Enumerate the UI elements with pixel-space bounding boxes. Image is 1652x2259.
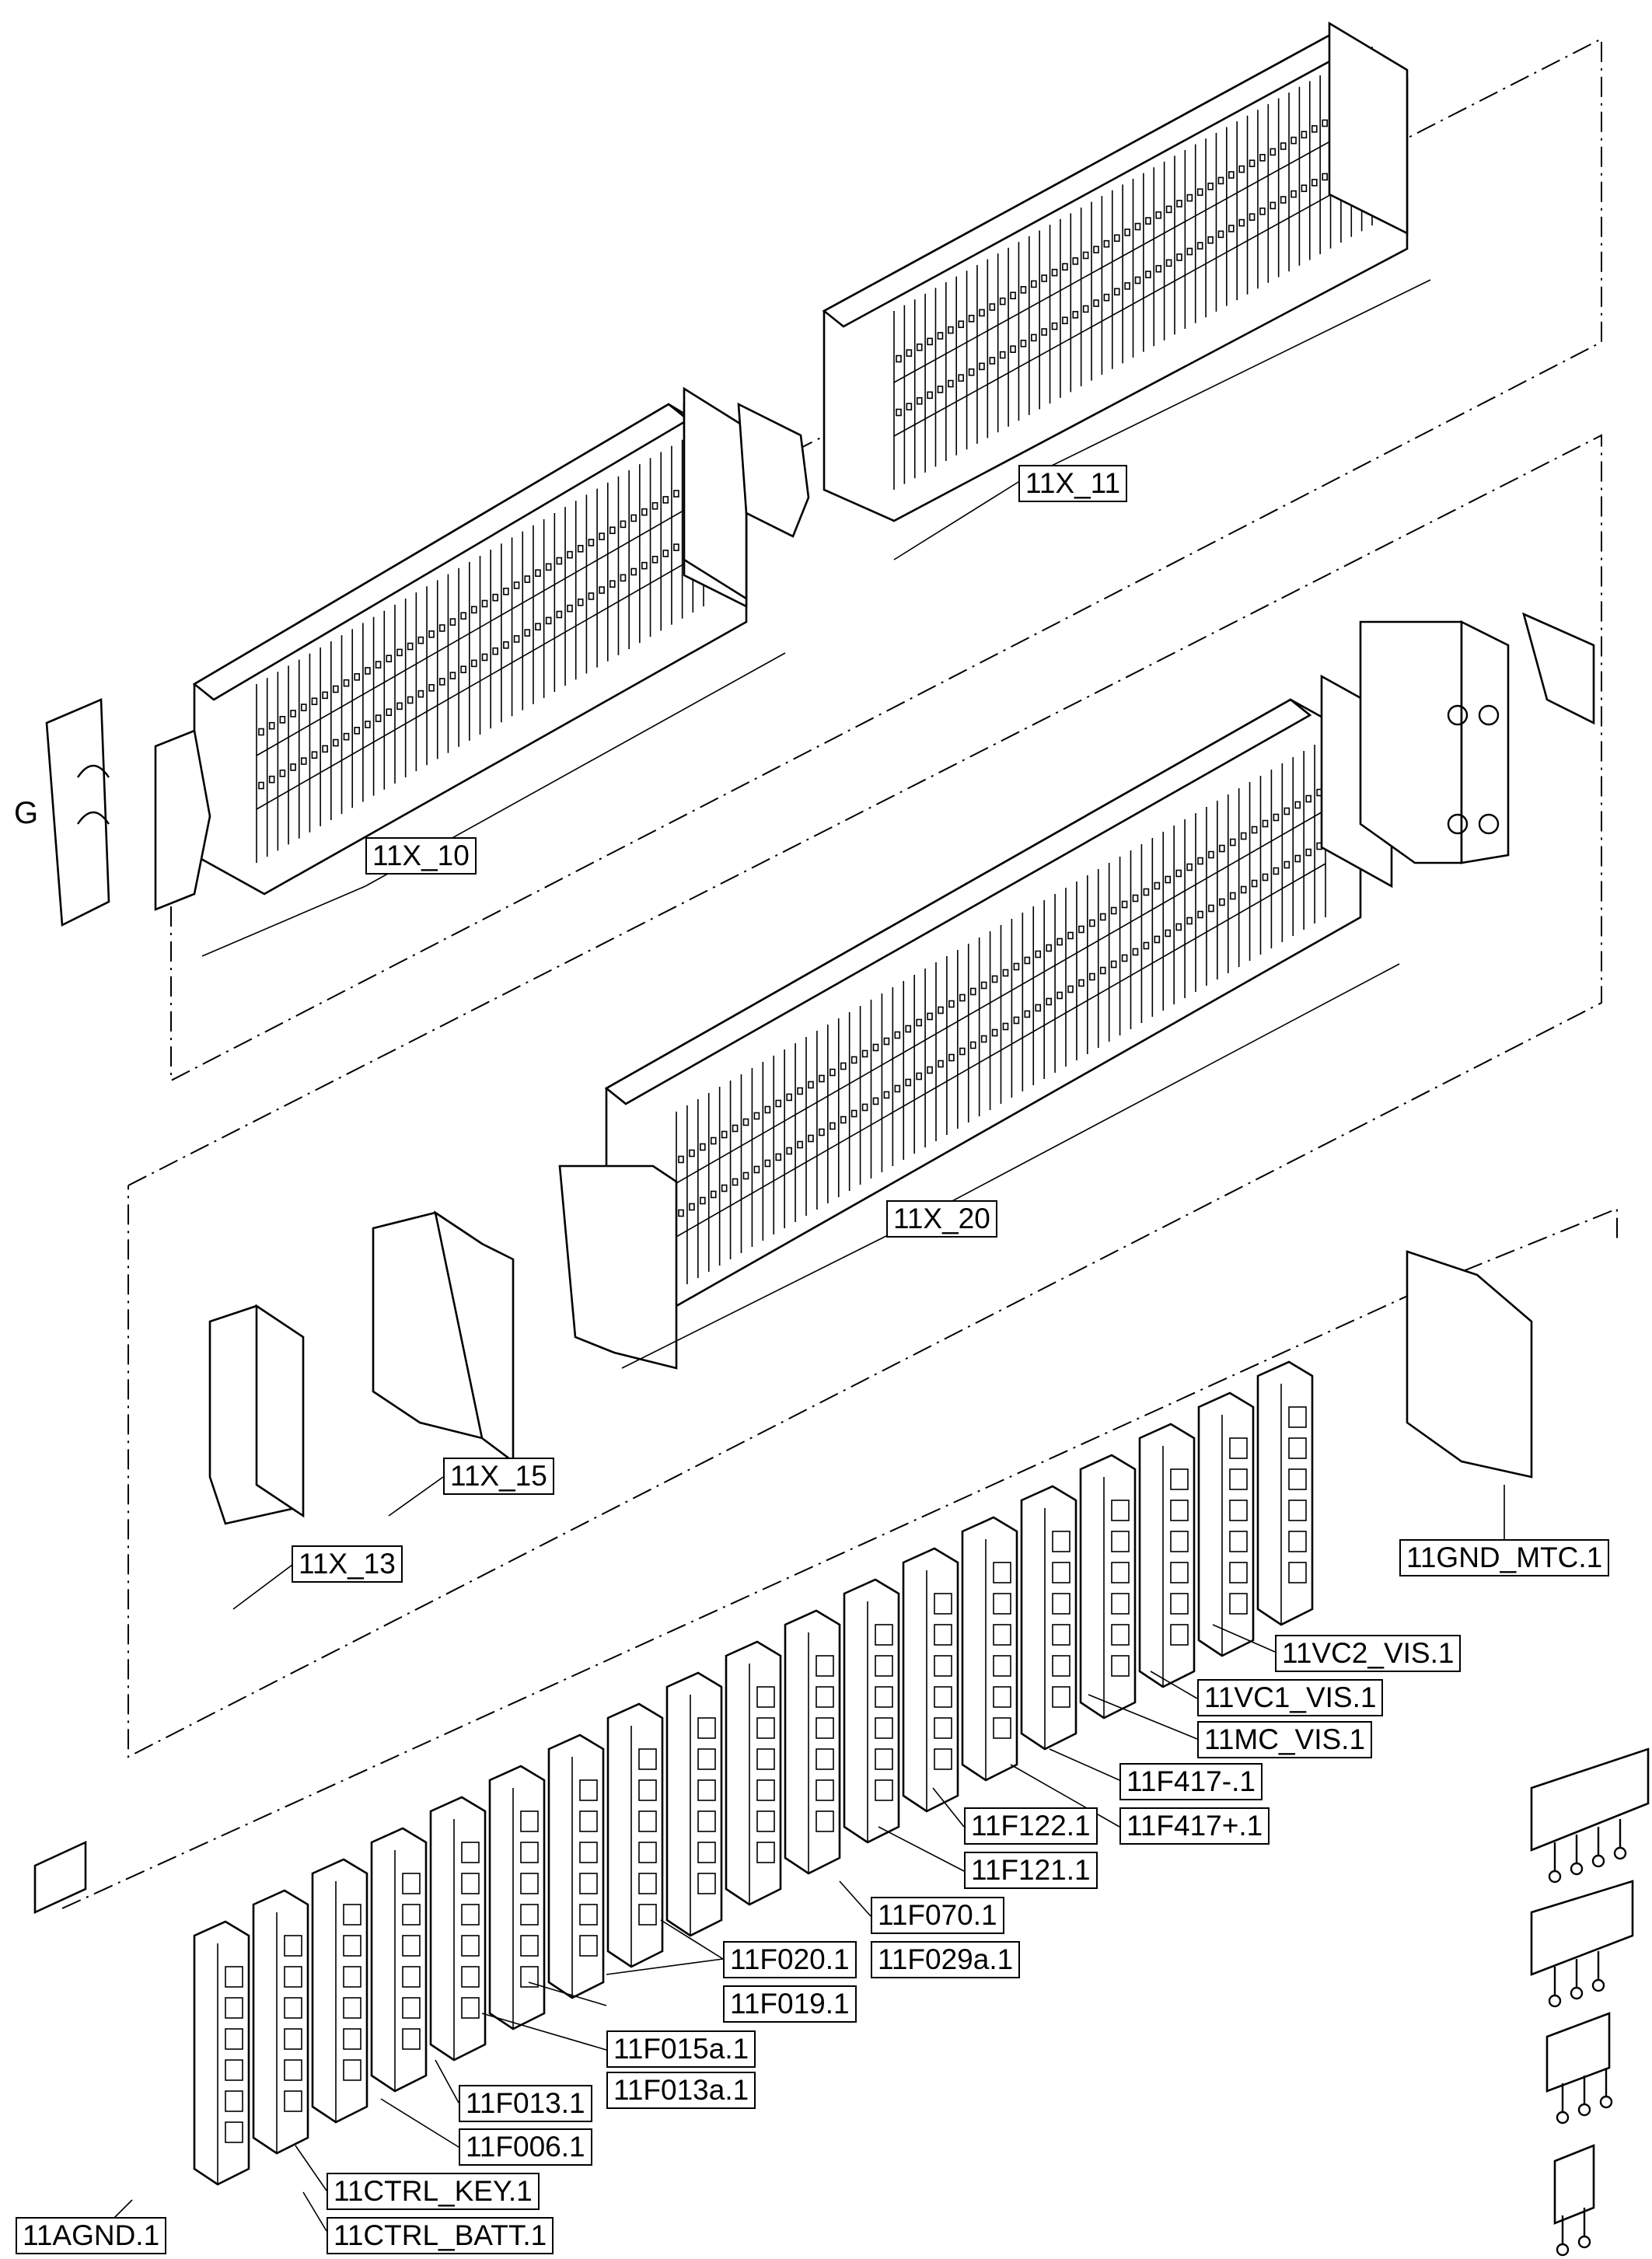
label-11f417-plus: 11F417+.1 [1119,1807,1270,1845]
label-leader-lines [100,279,1505,2232]
terminal-strip-11x10 [192,402,748,896]
fuse-block-row [193,1360,1314,2186]
fuse-block [370,1827,428,2093]
label-11x11: 11X_11 [1018,465,1128,502]
jumper-bars [1530,1747,1650,2257]
label-11gnd-mtc: 11GND_MTC.1 [1399,1539,1610,1576]
label-11f020: 11F020.1 [723,1941,857,1978]
label-11f006: 11F006.1 [459,2128,592,2166]
fuse-block [1138,1423,1196,1688]
label-11x15: 11X_15 [443,1458,554,1495]
label-11f013: 11F013.1 [459,2085,592,2122]
fuse-block [606,1702,664,1968]
label-11x20: 11X_20 [886,1200,997,1238]
label-11vc2-vis: 11VC2_VIS.1 [1275,1635,1462,1672]
fuse-block [311,1858,368,2124]
fuse-block [547,1734,605,1999]
marker-tag [33,1840,87,1915]
terminal-strip-11x11 [822,21,1409,522]
label-11f417-minus: 11F417-.1 [1119,1763,1263,1800]
fuse-block [665,1671,723,1937]
fuse-block [429,1796,487,2062]
fuse-block [902,1547,959,1813]
fuse-block [1256,1360,1314,1626]
fuse-block [1020,1485,1077,1751]
fuse-block [843,1578,900,1844]
label-11f070: 11F070.1 [871,1897,1004,1934]
label-11mc-vis: 11MC_VIS.1 [1197,1721,1373,1758]
fuse-block [784,1609,841,1875]
label-11f015a: 11F015a.1 [606,2030,756,2068]
fuse-block [1079,1454,1137,1720]
assembly-group-outlines [61,37,1618,1909]
label-11f019: 11F019.1 [723,1985,857,2023]
terminal-strips-small [208,1164,1533,1525]
fuse-block [1197,1391,1255,1657]
end-brackets-top [45,386,810,927]
label-11f013a: 11F013a.1 [606,2072,756,2109]
fuse-block [252,1889,309,2155]
label-11ctrl-batt: 11CTRL_BATT.1 [327,2217,554,2254]
label-11x13: 11X_13 [292,1545,403,1583]
fuse-block [488,1765,546,2030]
label-11x10: 11X_10 [365,837,477,875]
label-11agnd: 11AGND.1 [16,2217,167,2254]
label-11f122: 11F122.1 [964,1807,1098,1845]
label-11vc1-vis: 11VC1_VIS.1 [1197,1679,1384,1716]
section-letter: G [14,796,39,830]
terminal-strip-11x20 [604,612,1595,1308]
label-11f029a: 11F029a.1 [871,1941,1021,1978]
fuse-block [961,1516,1018,1782]
fuse-block [725,1640,782,1906]
fuse-block [193,1920,250,2186]
label-11f121: 11F121.1 [964,1852,1098,1889]
label-11ctrl-key: 11CTRL_KEY.1 [327,2173,540,2210]
